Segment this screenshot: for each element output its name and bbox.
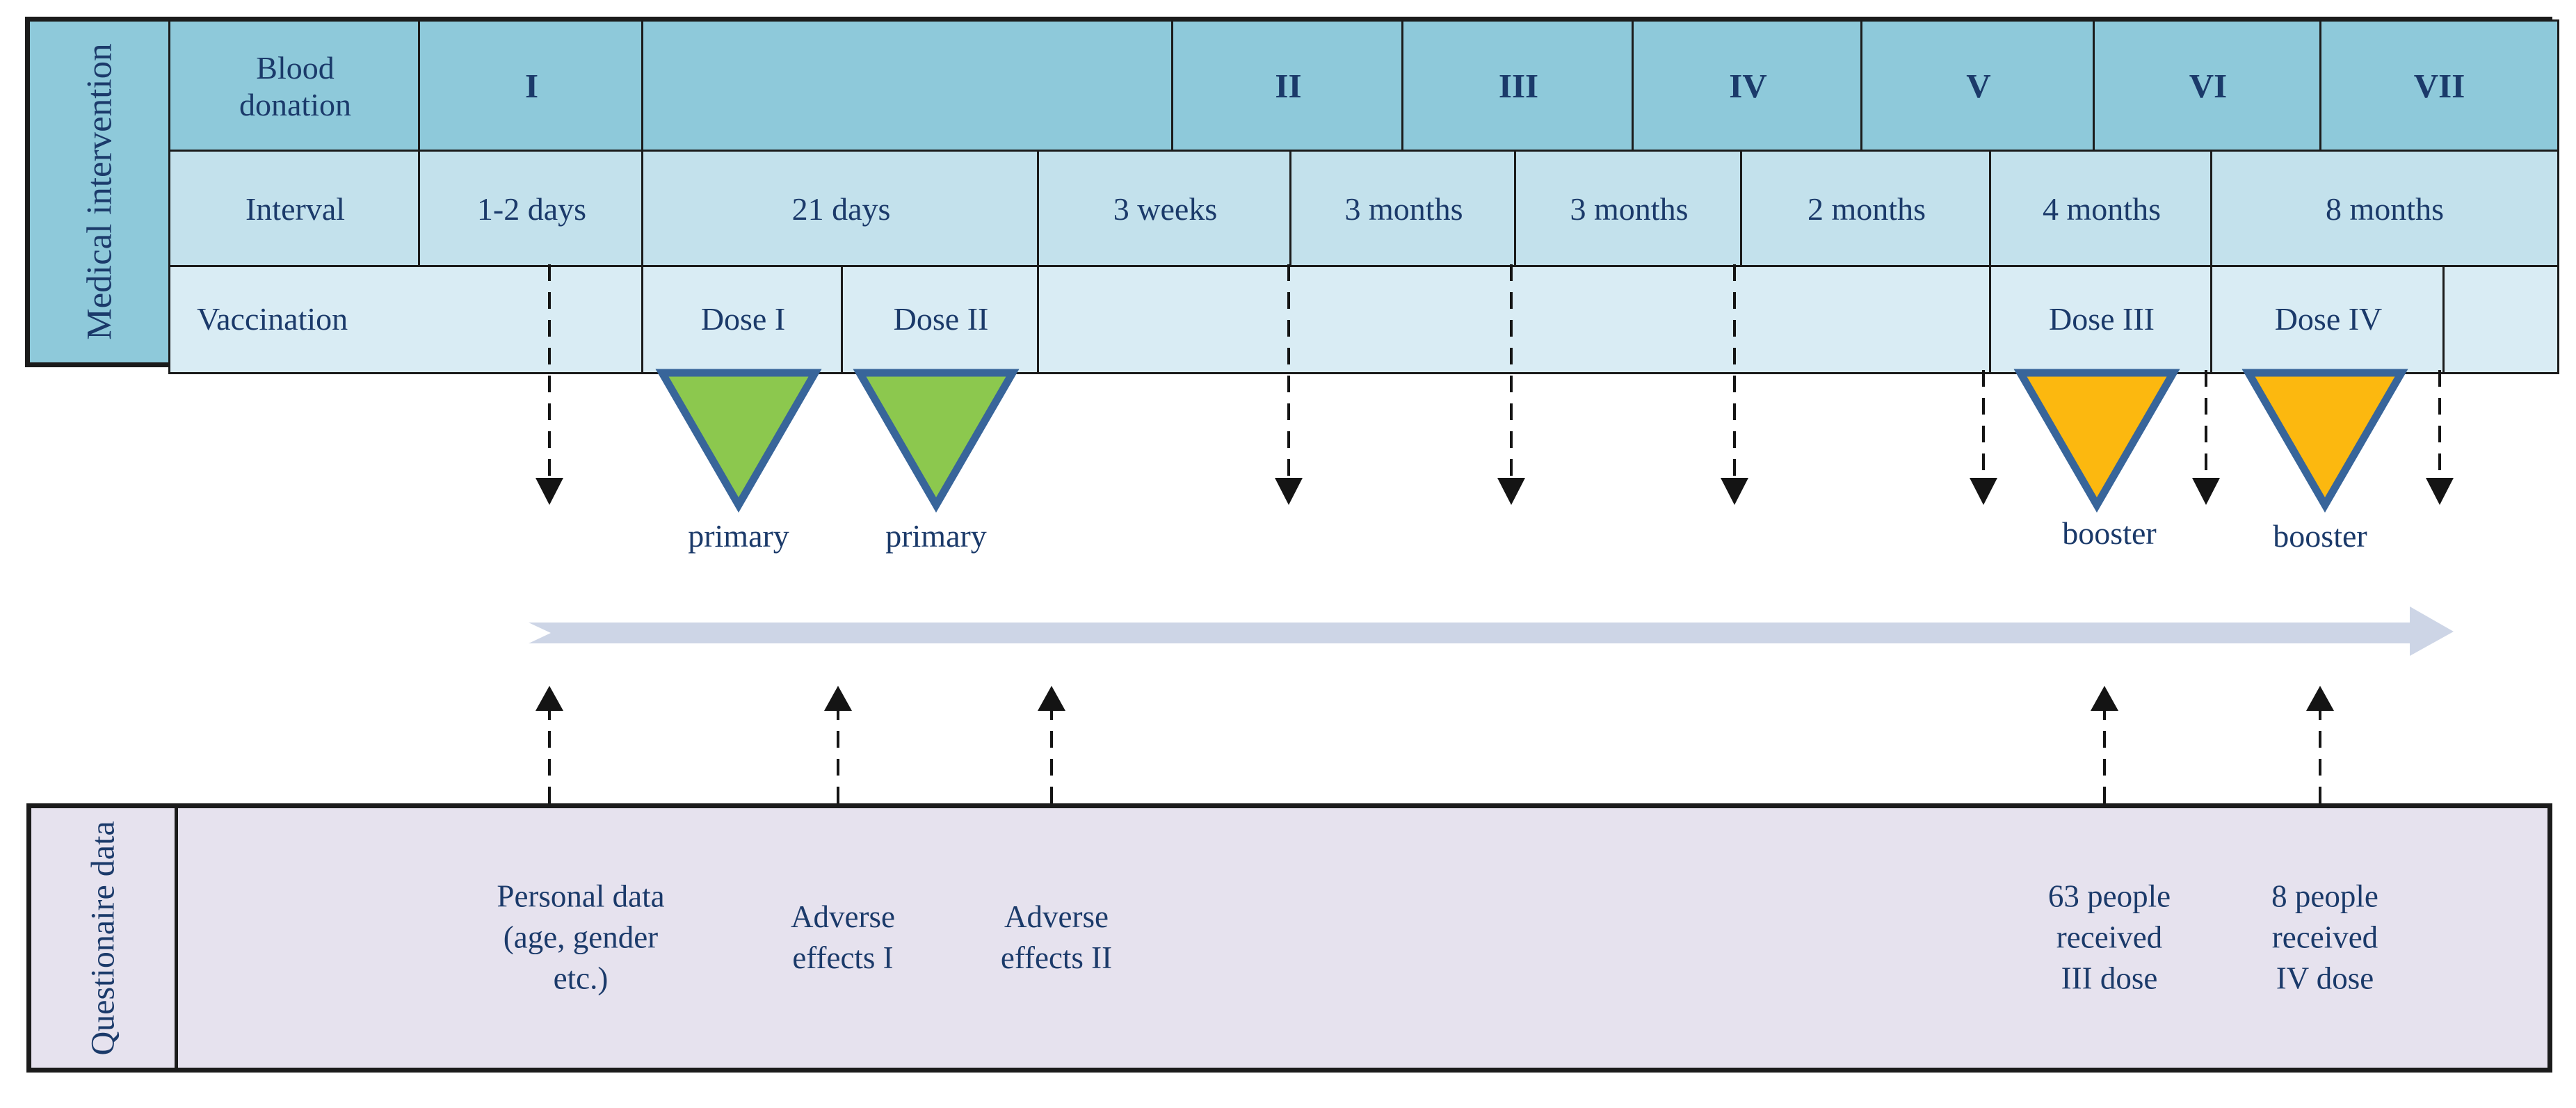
table-cell-blood-donation-3: II [1171, 19, 1406, 154]
questionnaire-data-box: Questionaire data Personal data (age, ge… [26, 803, 2552, 1073]
table-cell-vaccination-1: Dose I [641, 265, 845, 374]
table-cell-blood-donation-8: VII [2319, 19, 2559, 154]
table-cell-blood-donation-4: III [1401, 19, 1636, 154]
questionnaire-label: Questionaire data [84, 820, 122, 1056]
table-cell-blood-donation-7: VI [2093, 19, 2324, 154]
blood-donation-arrowhead-icon-7 [2426, 478, 2454, 505]
table-cell-vaccination-4: Dose III [1989, 265, 2214, 374]
table-cell-interval-0: Interval [168, 150, 422, 269]
table-cell-blood-donation-5: IV [1632, 19, 1865, 154]
table-cell-interval-1: 1-2 days [418, 150, 645, 269]
table-cell-blood-donation-6: V [1860, 19, 2097, 154]
questionnaire-item-3: Adverse effects II [1000, 899, 1113, 975]
questionnaire-item-2: Adverse effects I [791, 899, 895, 975]
table-cell-interval-6: 2 months [1740, 150, 1993, 269]
questionnaire-item-5: 8 people received IV dose [2271, 878, 2378, 996]
questionnaire-arrowhead-icon-4 [2091, 686, 2118, 711]
table-cell-vaccination-0: Vaccination [168, 265, 645, 374]
booster-dose-label-2: booster [2273, 518, 2367, 554]
table-cell-interval-7: 4 months [1989, 150, 2214, 269]
primary-dose-triangle-icon-1 [655, 369, 822, 513]
questionnaire-item-1: Personal data (age, gender etc.) [497, 878, 665, 996]
table-cell-interval-8: 8 months [2210, 150, 2559, 269]
blood-donation-arrowhead-icon-6 [2192, 478, 2220, 505]
blood-donation-arrowhead-icon-1 [536, 478, 563, 505]
table-cell-blood-donation-2 [641, 19, 1175, 154]
questionnaire-arrowhead-icon-3 [1038, 686, 1065, 711]
study-timeline-arrow [529, 607, 2454, 656]
table-cell-interval-3: 3 weeks [1037, 150, 1294, 269]
table-cell-blood-donation-1: I [418, 19, 645, 154]
booster-dose-triangle-icon-2 [2241, 369, 2408, 513]
table-cell-vaccination-3 [1037, 265, 1993, 374]
blood-donation-arrowhead-icon-4 [1721, 478, 1748, 505]
questionnaire-divider [175, 808, 178, 1068]
primary-dose-label-2: primary [885, 518, 987, 554]
table-cell-vaccination-6 [2442, 265, 2559, 374]
blood-donation-arrowhead-icon-2 [1275, 478, 1303, 505]
booster-dose-label-1: booster [2062, 515, 2157, 551]
primary-dose-label-1: primary [688, 518, 789, 554]
booster-dose-triangle-icon-1 [2013, 369, 2180, 513]
questionnaire-arrowhead-icon-1 [536, 686, 563, 711]
primary-dose-triangle-icon-2 [853, 369, 1020, 513]
questionnaire-arrowhead-icon-5 [2306, 686, 2334, 711]
table-cell-interval-5: 3 months [1514, 150, 1744, 269]
blood-donation-arrowhead-icon-5 [1970, 478, 1997, 505]
questionnaire-side-cell: Questionaire data [31, 808, 175, 1068]
table-cell-interval-4: 3 months [1289, 150, 1518, 269]
questionnaire-arrowhead-icon-2 [824, 686, 852, 711]
table-cell-blood-donation-0: Blood donation [168, 19, 422, 154]
table-cell-interval-2: 21 days [641, 150, 1041, 269]
table-cell-vaccination-5: Dose IV [2210, 265, 2447, 374]
medical-intervention-label: Medical intervention [80, 43, 120, 341]
questionnaire-item-4: 63 people received III dose [2047, 878, 2171, 996]
blood-donation-arrowhead-icon-3 [1497, 478, 1525, 505]
medical-intervention-side-cell: Medical intervention [30, 22, 170, 362]
table-cell-vaccination-2: Dose II [841, 265, 1041, 374]
